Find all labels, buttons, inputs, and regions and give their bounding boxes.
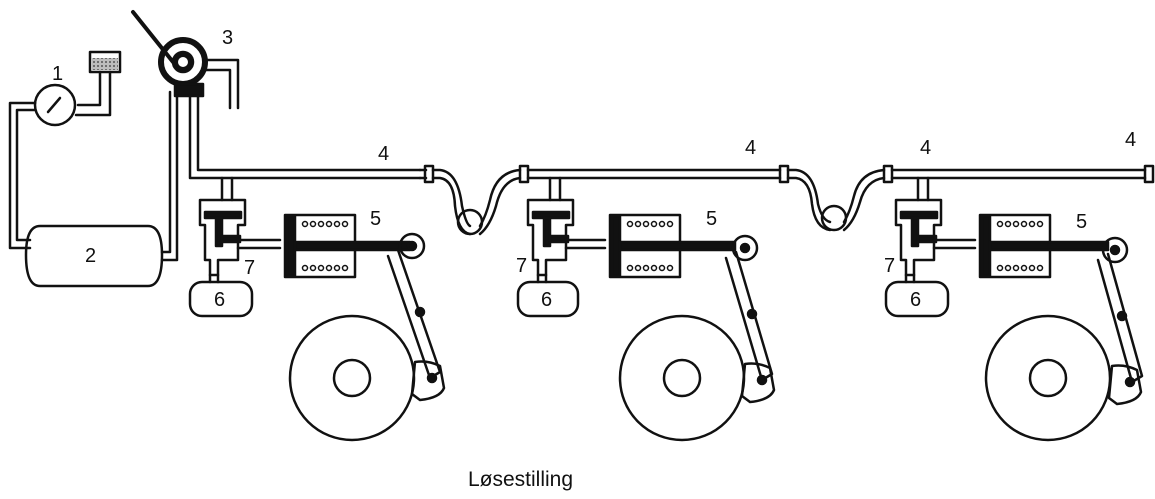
lever-pivot-icon bbox=[398, 232, 426, 260]
drivers-brake-valve bbox=[131, 10, 422, 180]
gauge-icon bbox=[33, 83, 77, 127]
label-brake-pipe-4: 4 bbox=[1125, 129, 1136, 151]
label-triple-valve-1: 7 bbox=[244, 257, 255, 279]
wagon-brake-unit-1 bbox=[188, 176, 446, 442]
wheel-icon bbox=[288, 314, 416, 442]
pump-feed-unit bbox=[8, 50, 179, 288]
label-triple-valve-3: 7 bbox=[884, 255, 895, 277]
wagon-brake-unit-3 bbox=[884, 176, 1144, 442]
brake-block-icon bbox=[410, 360, 446, 402]
hose-joint-1 bbox=[456, 208, 484, 236]
hose-loop-2 bbox=[786, 168, 832, 232]
feed-pipe-upper bbox=[74, 70, 112, 117]
lever-pivot-icon bbox=[1101, 236, 1129, 264]
label-brake-cylinder-2: 5 bbox=[706, 208, 717, 230]
label-triple-valve-2: 7 bbox=[516, 255, 527, 277]
label-brake-pipe-3: 4 bbox=[920, 137, 931, 159]
auxiliary-reservoir-icon bbox=[516, 280, 580, 318]
label-aux-reservoir-2: 6 bbox=[541, 289, 552, 311]
label-brake-cylinder-3: 5 bbox=[1076, 211, 1087, 233]
hose-loop-1 bbox=[431, 168, 472, 236]
wheel-hub-icon bbox=[662, 358, 702, 398]
reservoir-to-valve-pipe bbox=[160, 90, 179, 262]
piston-rod bbox=[618, 240, 737, 252]
main-reservoir-icon bbox=[24, 224, 164, 288]
wheel-hub-icon bbox=[332, 358, 372, 398]
label-aux-reservoir-1: 6 bbox=[214, 289, 225, 311]
gauge-needle bbox=[46, 96, 62, 114]
wheel-icon bbox=[618, 314, 746, 442]
pipe-segment-3 bbox=[890, 168, 1147, 180]
coupling-icon bbox=[518, 164, 530, 184]
coupling-icon bbox=[423, 164, 435, 184]
piston-rod bbox=[293, 240, 412, 252]
label-brake-pipe-2: 4 bbox=[745, 137, 756, 159]
brake-lever-icon bbox=[386, 248, 442, 380]
label-gauge: 1 bbox=[52, 63, 63, 85]
coupling-icon bbox=[882, 164, 894, 184]
pump-fill bbox=[92, 58, 118, 70]
coupling-icon bbox=[778, 164, 790, 184]
valve-port bbox=[173, 82, 205, 98]
brake-pipe bbox=[418, 164, 1155, 236]
wheel-icon bbox=[984, 314, 1112, 442]
pipe-segment-2 bbox=[526, 168, 782, 180]
label-aux-reservoir-3: 6 bbox=[910, 289, 921, 311]
auxiliary-reservoir-icon bbox=[188, 280, 254, 318]
wagon-brake-unit-2 bbox=[516, 176, 776, 442]
label-brake-pipe-1: 4 bbox=[378, 143, 389, 165]
auxiliary-reservoir-icon bbox=[884, 280, 950, 318]
label-drivers-valve: 3 bbox=[222, 27, 233, 49]
pump-icon bbox=[88, 50, 122, 74]
diagram-caption: Løsestilling bbox=[468, 468, 573, 491]
piston-rod bbox=[988, 240, 1110, 252]
label-brake-cylinder-1: 5 bbox=[370, 208, 381, 230]
wheel-hub-icon bbox=[1028, 358, 1068, 398]
brake-block-icon bbox=[1107, 364, 1143, 406]
brake-block-icon bbox=[740, 362, 776, 404]
feed-pipe-left bbox=[8, 101, 37, 250]
valve-handle-icon bbox=[131, 10, 175, 64]
coupling-icon bbox=[1143, 164, 1155, 184]
label-main-reservoir: 2 bbox=[85, 245, 96, 267]
exhaust-pipe bbox=[203, 58, 240, 110]
lever-pivot-icon bbox=[731, 234, 759, 262]
